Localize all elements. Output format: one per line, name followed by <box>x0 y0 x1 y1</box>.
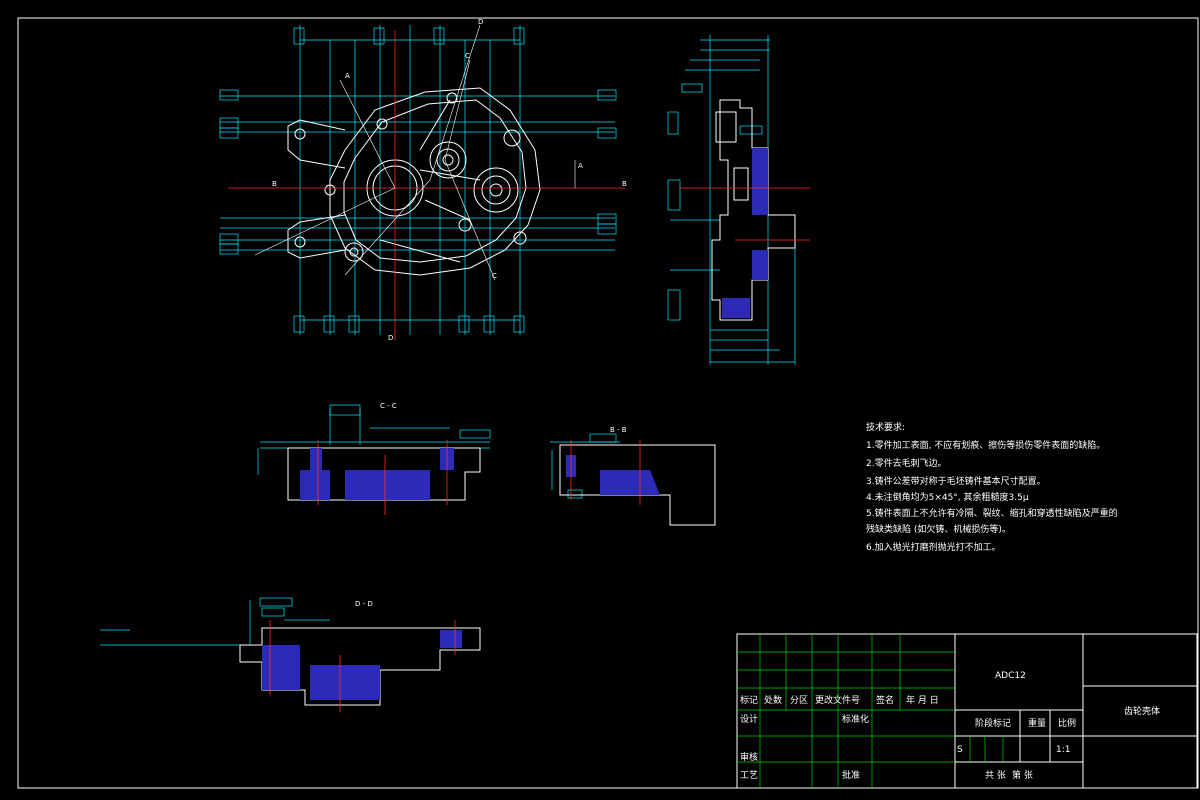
title-r1-date: 年 月 日 <box>906 694 939 706</box>
title-process: 工艺 <box>740 770 758 781</box>
front-view-outline <box>287 87 541 276</box>
note-item: 3.铸件公差带对称于毛坯铸件基本尺寸配置。 <box>866 475 1046 487</box>
note-item: 5.铸件表面上不允许有冷隔、裂纹、缩孔和穿透性缺陷及严重的 <box>866 507 1118 519</box>
cut-label-b2: B <box>622 180 627 188</box>
title-approve: 批准 <box>842 769 860 781</box>
title-weight: 重量 <box>1028 717 1046 729</box>
drawing-border <box>17 17 1199 789</box>
note-item: 6.加入抛光打磨剂抛光打不加工。 <box>866 541 1001 553</box>
notes-heading: 技术要求: <box>866 421 905 433</box>
title-r1-mark: 标记 <box>740 694 758 706</box>
title-material: ADC12 <box>995 671 1026 681</box>
section-bb-label: B - B <box>610 426 627 434</box>
side-view <box>667 35 810 365</box>
title-r1-count: 处数 <box>764 694 782 706</box>
cut-label-a1: A <box>345 72 350 80</box>
title-scale: 比例 <box>1058 717 1076 729</box>
cut-label-c2: C <box>492 272 497 280</box>
note-item: 残缺类缺陷 (如欠铸、机械损伤等)。 <box>866 523 1011 535</box>
section-cut-lines <box>254 24 576 281</box>
front-view-centerlines <box>228 30 625 340</box>
title-review: 审核 <box>740 751 758 763</box>
title-r1-sign: 签名 <box>876 694 894 706</box>
cut-label-b1: B <box>272 180 277 188</box>
note-item: 2.零件去毛刺飞边。 <box>866 457 947 469</box>
title-stage-mark: 阶段标记 <box>975 717 1011 729</box>
title-part-name: 齿轮壳体 <box>1124 705 1160 717</box>
section-bb-view <box>550 433 716 526</box>
front-view <box>219 25 617 335</box>
title-sheet-no: 第 张 <box>1012 769 1033 781</box>
technical-notes: 技术要求: 1.零件加工表面, 不应有划痕、擦伤等损伤零件表面的缺陷。 2.零件… <box>866 421 1118 553</box>
title-s-mark: S <box>957 745 963 755</box>
cut-label-c1: C <box>465 52 470 60</box>
title-r1-change: 更改文件号 <box>815 694 860 706</box>
section-dd-view <box>100 597 481 712</box>
title-design: 设计 <box>740 713 758 725</box>
title-r1-zone: 分区 <box>790 695 808 706</box>
section-cc-label: C - C <box>380 402 397 410</box>
cut-label-d2: D <box>388 334 393 342</box>
title-standard: 标准化 <box>842 713 869 725</box>
note-item: 4.未注倒角均为5×45°, 其余粗糙度3.5μ <box>866 491 1029 503</box>
title-scale-value: 1:1 <box>1056 745 1070 755</box>
section-cc-view <box>257 404 491 515</box>
title-sheet-total: 共 张 <box>985 770 1006 781</box>
cut-label-a2: A <box>578 162 583 170</box>
section-dd-label: D - D <box>355 600 373 608</box>
cut-label-d1: D <box>478 18 483 26</box>
title-block: 标记 处数 分区 更改文件号 签名 年 月 日 设计 标准化 审核 工艺 批准 … <box>736 633 1198 789</box>
note-item: 1.零件加工表面, 不应有划痕、擦伤等损伤零件表面的缺陷。 <box>866 439 1105 451</box>
